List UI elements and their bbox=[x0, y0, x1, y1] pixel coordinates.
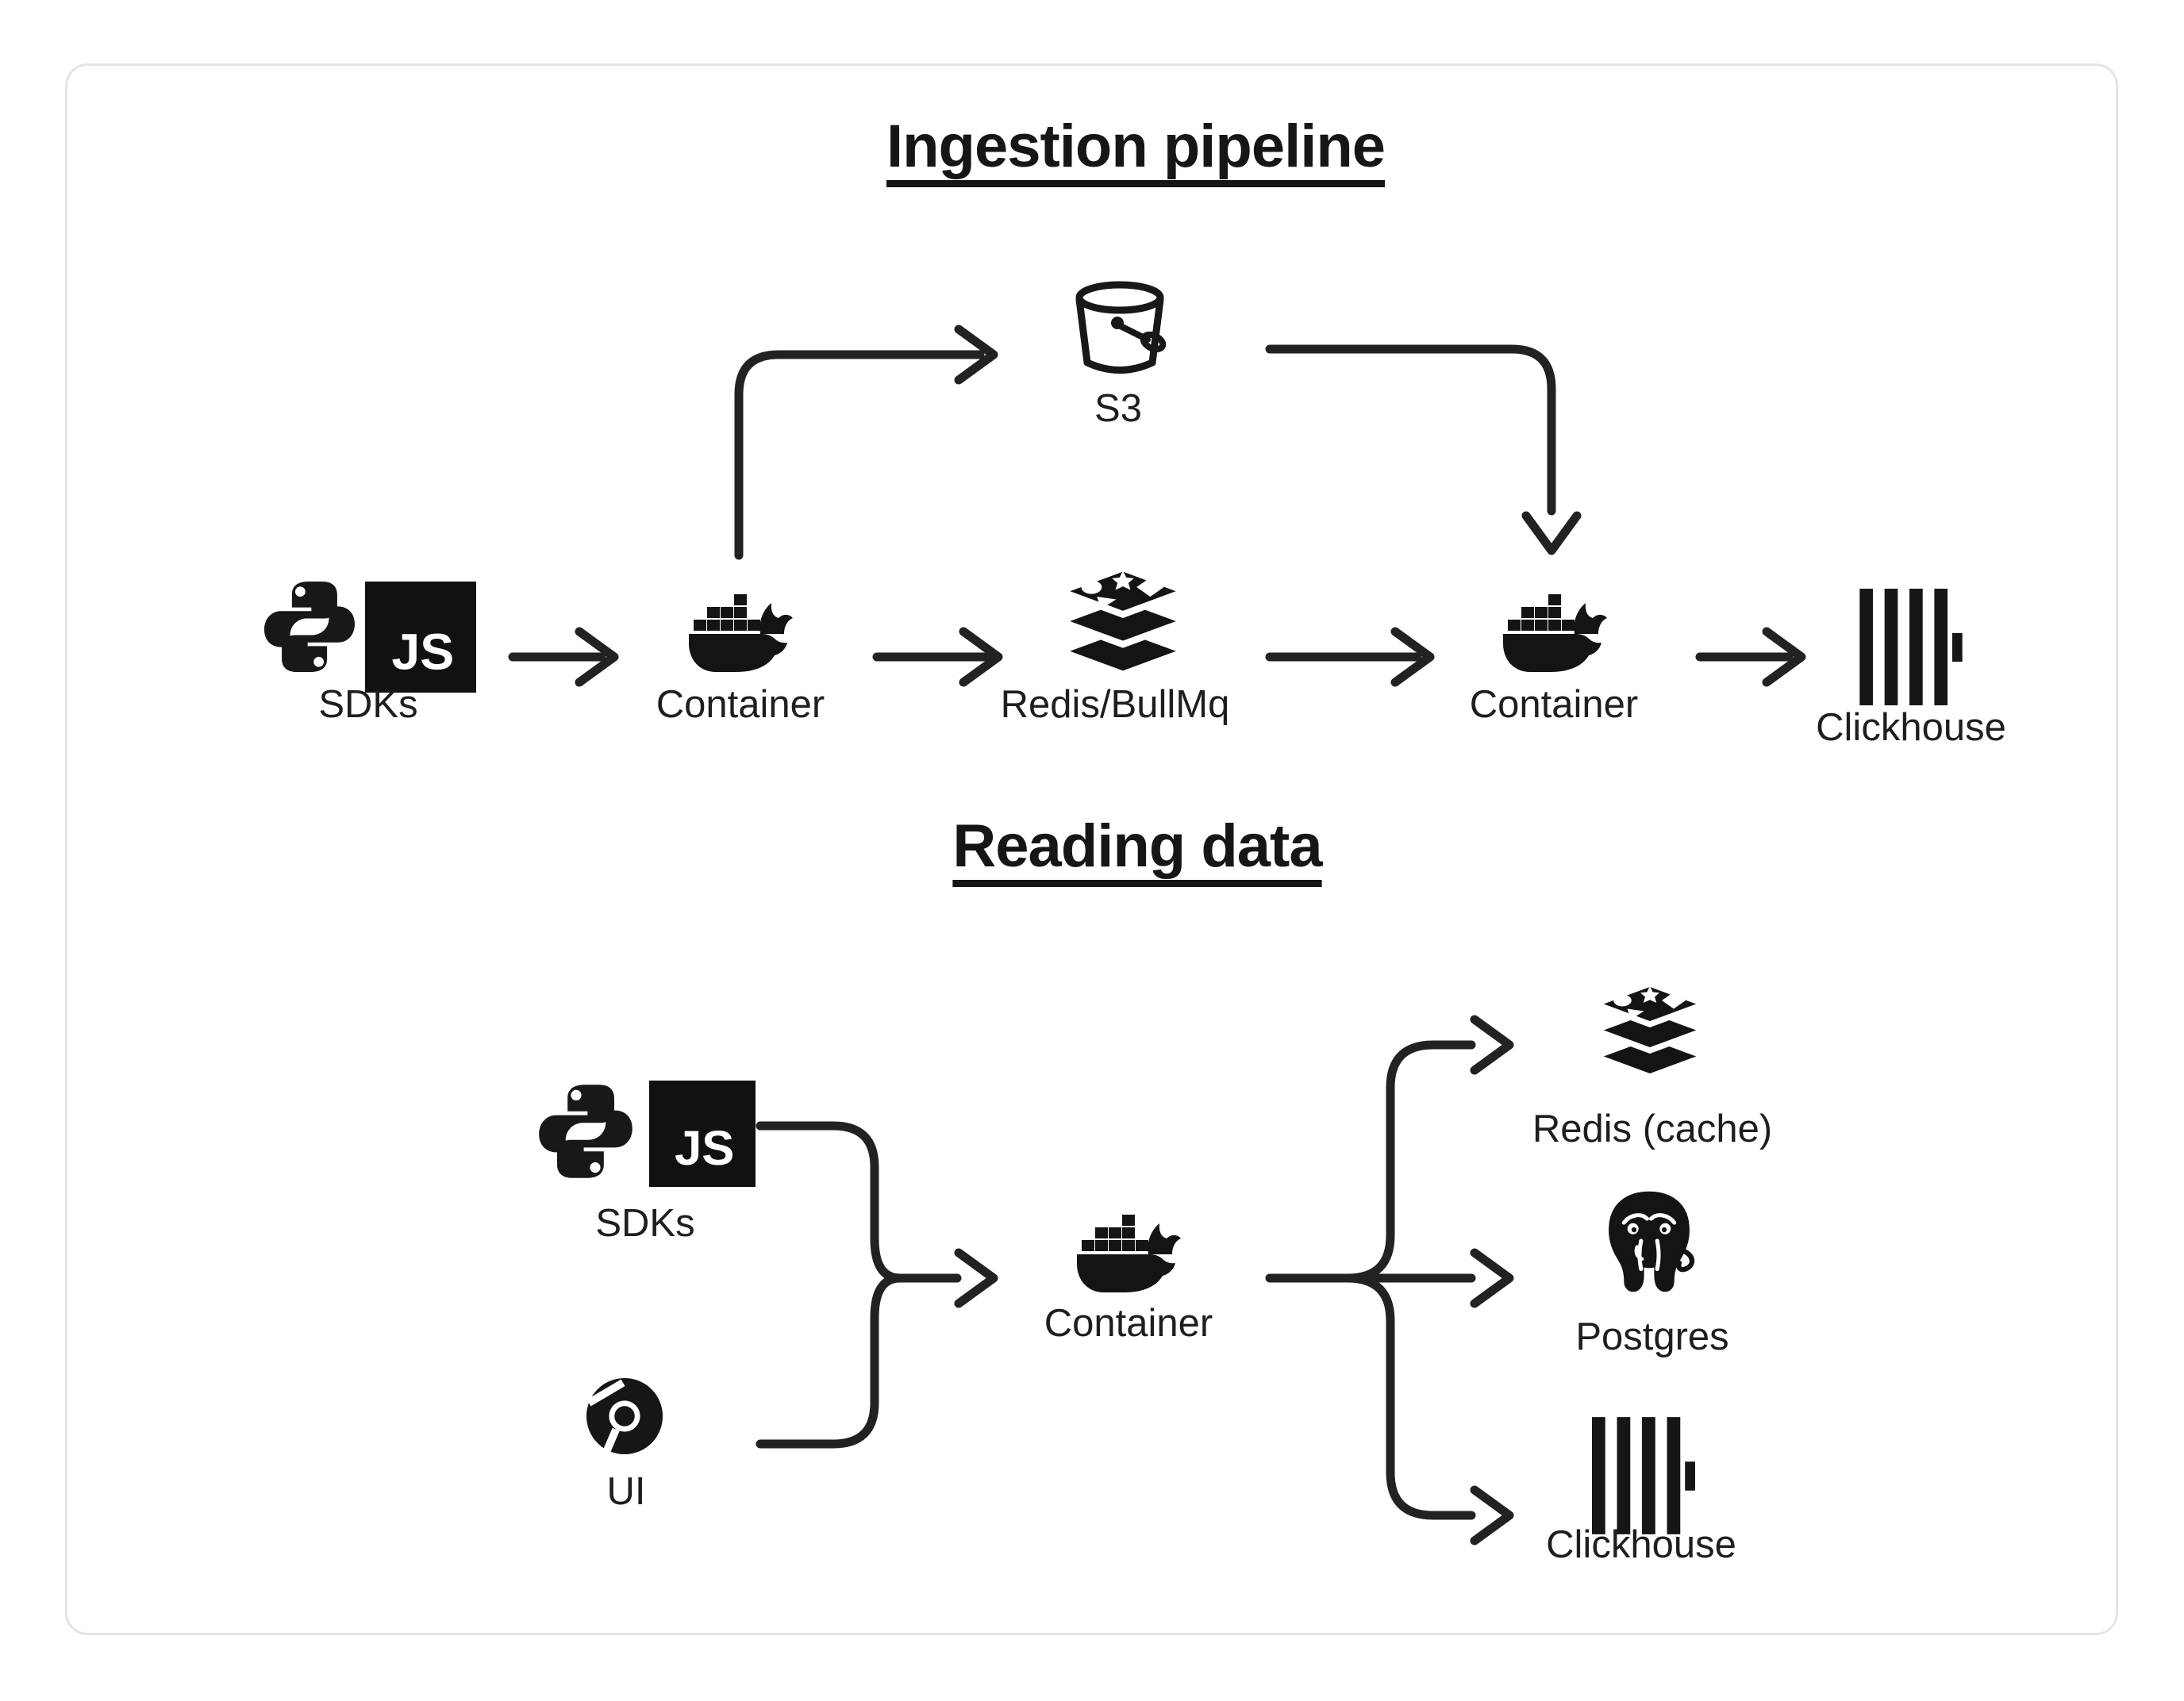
wire-sdks2-merge bbox=[756, 1121, 905, 1283]
section-title-reading: Reading data bbox=[952, 812, 1322, 880]
arrowhead-container1-to-redis bbox=[959, 627, 1003, 687]
redis-icon bbox=[1055, 568, 1191, 693]
node-label-redis-bullmq: Redis/BullMq bbox=[1000, 683, 1230, 726]
wire-container3-to-clickhouse2 bbox=[1343, 1273, 1476, 1520]
wire-ui-merge bbox=[756, 1273, 905, 1449]
python-icon bbox=[263, 581, 356, 673]
js-icon bbox=[649, 1081, 756, 1187]
node-label-redis-cache: Redis (cache) bbox=[1532, 1108, 1773, 1150]
clickhouse-icon bbox=[1592, 1417, 1695, 1534]
arrowhead-redis-to-container2 bbox=[1390, 627, 1435, 687]
arrowhead-sdks-to-container1 bbox=[575, 627, 619, 687]
node-label-container-1: Container bbox=[656, 683, 825, 726]
node-label-postgres: Postgres bbox=[1575, 1315, 1729, 1358]
node-label-ui: UI bbox=[606, 1470, 646, 1513]
docker-icon bbox=[689, 594, 793, 672]
docker-icon bbox=[1503, 594, 1607, 672]
node-label-clickhouse-1: Clickhouse bbox=[1816, 706, 2006, 749]
arrowhead-container3-to-clickhouse2 bbox=[1470, 1485, 1514, 1545]
node-label-container-3: Container bbox=[1044, 1302, 1213, 1345]
wire-container3-to-redis-cache bbox=[1343, 1040, 1476, 1283]
node-label-sdks-1: SDKs bbox=[318, 683, 418, 726]
node-label-clickhouse-2: Clickhouse bbox=[1546, 1523, 1736, 1566]
diagram-card bbox=[65, 63, 2118, 1635]
arrowhead-merge-to-container3 bbox=[954, 1248, 998, 1308]
arrowhead-container1-to-s3 bbox=[954, 324, 998, 385]
bucket-icon bbox=[1068, 274, 1171, 385]
redis-icon bbox=[1590, 984, 1709, 1093]
js-icon bbox=[365, 582, 476, 693]
arrowhead-container3-to-redis-cache bbox=[1470, 1015, 1514, 1075]
docker-icon bbox=[1077, 1215, 1181, 1292]
wire-container1-to-s3 bbox=[734, 350, 985, 560]
node-label-s3: S3 bbox=[1094, 387, 1142, 430]
chrome-icon bbox=[584, 1376, 665, 1457]
python-icon bbox=[539, 1085, 633, 1178]
section-title-ingestion: Ingestion pipeline bbox=[886, 113, 1386, 180]
arrowhead-s3-to-container2 bbox=[1521, 511, 1582, 555]
arrowhead-container2-to-clickhouse bbox=[1762, 627, 1806, 687]
arrowhead-container3-to-postgres bbox=[1470, 1248, 1514, 1308]
node-label-sdks-2: SDKs bbox=[595, 1202, 695, 1245]
node-label-container-2: Container bbox=[1469, 683, 1639, 726]
wire-s3-to-container2 bbox=[1265, 344, 1556, 516]
postgres-icon bbox=[1597, 1188, 1701, 1293]
clickhouse-icon bbox=[1859, 589, 1963, 705]
